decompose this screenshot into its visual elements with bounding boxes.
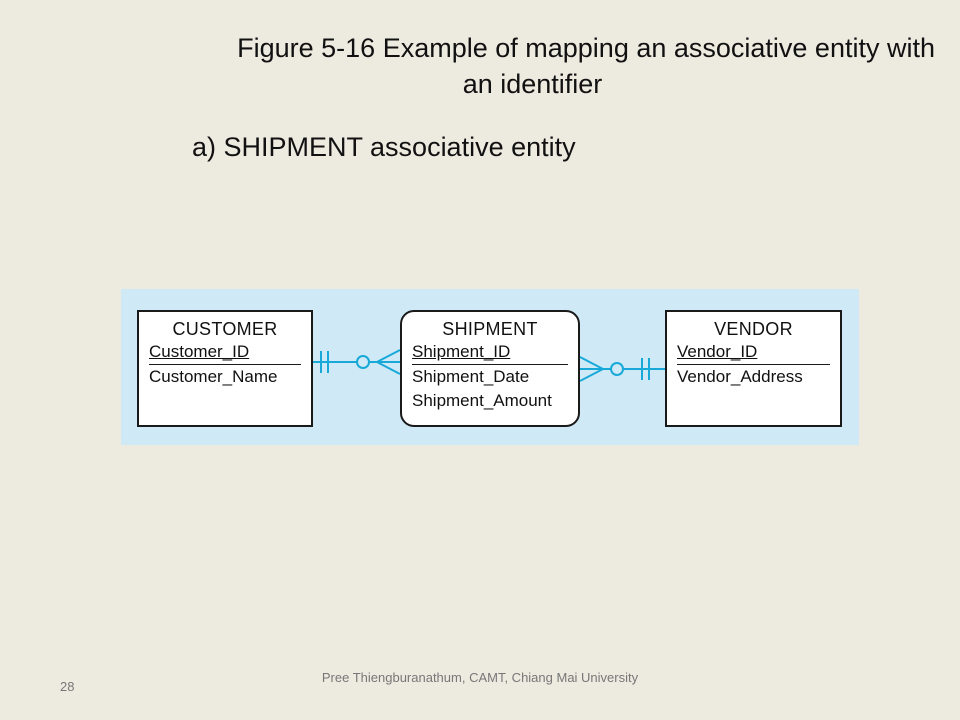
shipment-identifier: Shipment_ID [412,342,511,361]
slide-subtitle: a) SHIPMENT associative entity [192,132,576,162]
shipment-attribute: Shipment_Amount [412,391,552,410]
slide-title-line-1: Figure 5-16 Example of mapping an associ… [237,33,935,63]
shipment-entity-name: SHIPMENT [442,319,538,339]
crows-foot-left-top [376,349,401,363]
vendor-identifier: Vendor_ID [677,342,758,361]
customer-identifier: Customer_ID [149,342,250,361]
shipment-optional-circle-left [356,355,370,369]
page-number: 28 [60,679,75,694]
customer-entity: CUSTOMER Customer_ID Customer_Name [137,310,313,427]
slide-title-line-2: an identifier [462,69,603,99]
crows-foot-right-top [579,356,604,370]
footer-credit: Pree Thiengburanathum, CAMT, Chiang Mai … [321,670,639,685]
relationship-connectors [313,349,665,382]
crows-foot-right-bottom [579,368,604,382]
customer-divider [149,364,301,365]
vendor-entity: VENDOR Vendor_ID Vendor_Address [665,310,842,427]
customer-attribute: Customer_Name [149,367,278,386]
vendor-attribute: Vendor_Address [677,367,803,386]
shipment-associative-entity: SHIPMENT Shipment_ID Shipment_Date Shipm… [400,310,580,427]
customer-entity-name: CUSTOMER [172,319,278,339]
vendor-entity-name: VENDOR [714,319,793,339]
slide-title: Figure 5-16 Example of mapping an associ… [90,30,935,102]
crows-foot-left-bottom [376,361,401,375]
shipment-optional-circle-right [610,362,624,376]
shipment-attribute: Shipment_Date [412,367,530,386]
vendor-divider [677,364,830,365]
shipment-divider [412,364,568,365]
